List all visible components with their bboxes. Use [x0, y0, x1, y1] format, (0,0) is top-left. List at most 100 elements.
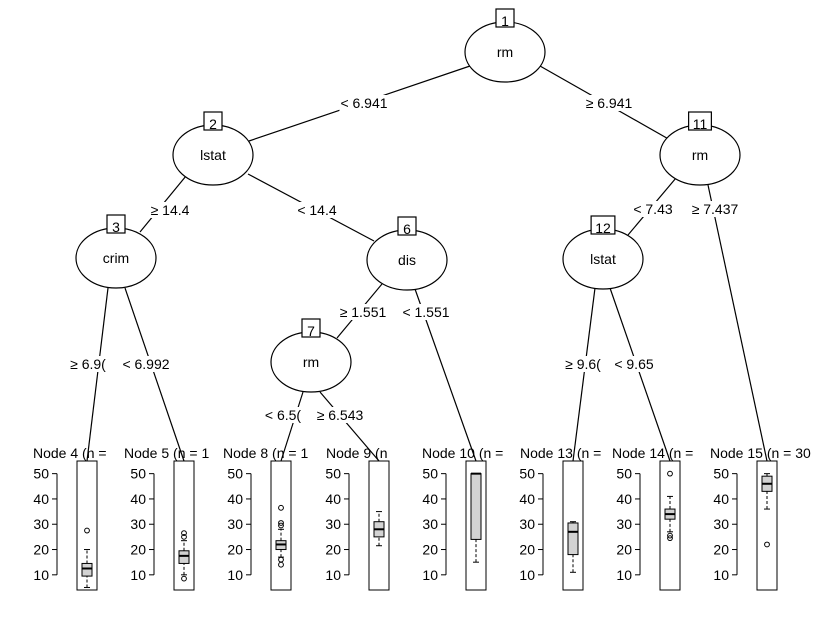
- node-id: 11: [693, 116, 708, 132]
- iqr-box: [567, 522, 579, 556]
- edge-12-13: [572, 287, 596, 462]
- axis-tick-label: 20: [33, 542, 49, 558]
- iqr-box: [470, 473, 482, 540]
- outlier-point: [181, 533, 187, 540]
- axis-tick-label: 10: [519, 567, 535, 583]
- outlier-point: [667, 532, 673, 539]
- axis-tick-label: 50: [33, 466, 49, 482]
- axis-tick-label: 30: [616, 516, 632, 532]
- axis-tick-label: 20: [616, 542, 632, 558]
- axis-tick-label: 20: [713, 542, 729, 558]
- edge-label-6-10: < 1.551: [402, 304, 449, 320]
- node-variable: rm: [303, 354, 319, 370]
- edge-label-background: [338, 304, 388, 320]
- node-id: 2: [209, 116, 217, 132]
- outlier-point: [278, 504, 284, 511]
- axis-tick-label: 10: [325, 567, 341, 583]
- axis-tick-label: 30: [713, 516, 729, 532]
- axis-tick-label: 10: [422, 567, 438, 583]
- inner-node-1: rm1: [464, 8, 546, 83]
- node-id-box: [203, 111, 223, 131]
- axis-tick-label: 40: [422, 491, 438, 507]
- edge-label-background: [69, 356, 108, 372]
- axis-tick-label: 30: [227, 516, 243, 532]
- edge-label-1-11: ≥ 6.941: [586, 95, 633, 111]
- axis-tick-label: 40: [227, 491, 243, 507]
- axis-tick-label: 10: [33, 567, 49, 583]
- node-variable: lstat: [590, 251, 616, 267]
- edge-label-7-9: ≥ 6.543: [317, 407, 364, 423]
- axis-tick-label: 20: [325, 542, 341, 558]
- leaf-panel: [756, 460, 778, 591]
- axis-tick-label: 20: [422, 542, 438, 558]
- iqr-box: [178, 550, 190, 564]
- edge-label-2-6: < 14.4: [297, 202, 337, 218]
- axis-tick-label: 50: [713, 466, 729, 482]
- leaf-boxplot: [567, 521, 579, 573]
- axis-tick-label: 40: [325, 491, 341, 507]
- edge-label-background: [632, 201, 674, 217]
- leaf-panel: [76, 460, 98, 591]
- outlier-point: [764, 541, 770, 548]
- node-id: 6: [403, 221, 411, 237]
- leaf-title: Node 4 (n =: [33, 445, 107, 461]
- leaf-boxplot: [373, 511, 385, 547]
- edge-label-2-3: ≥ 14.4: [151, 202, 190, 218]
- edge-label-12-13: ≥ 9.6(: [565, 356, 601, 372]
- axis-tick-label: 50: [227, 466, 243, 482]
- leaf-title: Node 8 (n = 1: [223, 445, 308, 461]
- axis-tick-label: 50: [519, 466, 535, 482]
- node-variable: crim: [103, 250, 129, 266]
- leaf-title: Node 15 (n = 30: [710, 445, 811, 461]
- tree-edges: < 6.941≥ 6.941≥ 14.4< 14.4≥ 6.9(< 6.992≥…: [69, 65, 768, 462]
- leaf-boxplot: [178, 530, 190, 582]
- node-id-box: [495, 8, 515, 28]
- node-variable: rm: [497, 44, 513, 60]
- edge-label-6-7: ≥ 1.551: [340, 304, 387, 320]
- iqr-box: [81, 562, 93, 577]
- edge-label-11-15: ≥ 7.437: [692, 201, 739, 217]
- leaf-boxplot: [664, 470, 676, 542]
- edge-label-background: [690, 201, 740, 217]
- axis-tick-label: 50: [422, 466, 438, 482]
- node-id-box: [397, 216, 417, 236]
- edge-label-background: [296, 202, 338, 218]
- node-id: 7: [307, 323, 315, 339]
- node-variable: lstat: [200, 147, 226, 163]
- outlier-point: [181, 530, 187, 536]
- axis-tick-label: 40: [519, 491, 535, 507]
- axis-tick-label: 50: [325, 466, 341, 482]
- node-id-box: [106, 214, 126, 234]
- axis-tick-label: 10: [130, 567, 146, 583]
- node-variable: rm: [692, 147, 708, 163]
- edge-label-background: [584, 95, 634, 111]
- axis-tick-label: 10: [713, 567, 729, 583]
- inner-node-2: lstat 2: [172, 111, 254, 186]
- edge-11-15: [707, 184, 768, 462]
- axis-tick-label: 40: [33, 491, 49, 507]
- outlier-point: [278, 520, 284, 526]
- axis-tick-label: 20: [519, 542, 535, 558]
- leaf-boxplot: [275, 504, 287, 568]
- axis-tick-label: 40: [616, 491, 632, 507]
- edge-label-background: [121, 356, 171, 372]
- edge-label-11-12: < 7.43: [633, 201, 673, 217]
- axis-tick-label: 30: [422, 516, 438, 532]
- edge-label-background: [149, 202, 191, 218]
- node-variable: dis: [398, 252, 416, 268]
- leaf-boxplot: [470, 472, 482, 563]
- outlier-point: [84, 527, 90, 534]
- edge-label-background: [613, 356, 655, 372]
- axis-tick-label: 50: [616, 466, 632, 482]
